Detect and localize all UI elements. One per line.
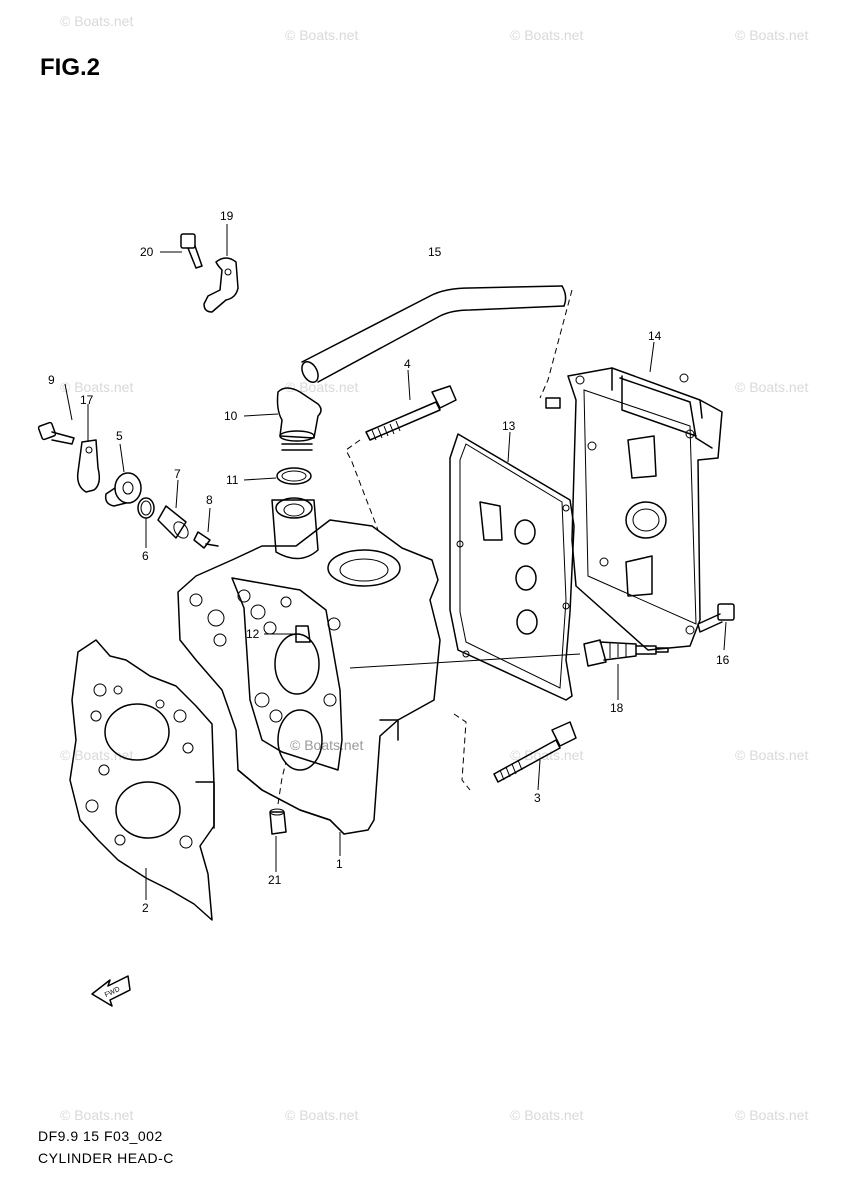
watermark: © Boats.net — [735, 27, 808, 43]
callout-numbers: 19 20 15 9 17 5 6 7 8 10 11 12 4 13 14 1… — [48, 209, 730, 915]
callout-2[interactable]: 2 — [142, 901, 149, 915]
watermarks: © Boats.net © Boats.net © Boats.net © Bo… — [60, 13, 808, 1123]
screw[interactable] — [193, 531, 219, 549]
cover-gasket[interactable] — [449, 433, 575, 701]
leader-line — [345, 439, 379, 531]
callout-leaders — [64, 224, 727, 900]
callout-4[interactable]: 4 — [404, 357, 411, 371]
figure-title: FIG.2 — [40, 54, 101, 81]
head-gasket[interactable] — [69, 639, 215, 921]
watermark: © Boats.net — [285, 379, 358, 395]
callout-12[interactable]: 12 — [246, 627, 260, 641]
callout-14[interactable]: 14 — [648, 329, 662, 343]
dowel-pin[interactable] — [295, 625, 311, 643]
callout-15[interactable]: 15 — [428, 245, 442, 259]
callout-3[interactable]: 3 — [534, 791, 541, 805]
cylinder-head[interactable] — [177, 497, 441, 835]
leader-line — [453, 713, 471, 791]
callout-21[interactable]: 21 — [268, 873, 282, 887]
bracket-left[interactable] — [76, 439, 101, 493]
bracket-top[interactable] — [203, 257, 239, 313]
leader-line — [539, 289, 573, 399]
callout-18[interactable]: 18 — [610, 701, 624, 715]
stud[interactable] — [269, 808, 287, 835]
o-ring[interactable] — [276, 467, 312, 485]
callout-20[interactable]: 20 — [140, 245, 154, 259]
bolt-top[interactable] — [180, 233, 203, 269]
callout-9[interactable]: 9 — [48, 373, 55, 387]
callout-19[interactable]: 19 — [220, 209, 234, 223]
sleeve[interactable] — [157, 505, 191, 541]
drawing-code: DF9.9 15 F03_002 — [38, 1128, 163, 1144]
leader-line — [277, 761, 287, 805]
callout-8[interactable]: 8 — [206, 493, 213, 507]
callout-11[interactable]: 11 — [226, 473, 239, 487]
callout-6[interactable]: 6 — [142, 549, 149, 563]
watermark: © Boats.net — [510, 1107, 583, 1123]
callout-13[interactable]: 13 — [502, 419, 516, 433]
leader-line — [349, 653, 581, 669]
long-bolt-upper[interactable] — [365, 385, 457, 441]
elbow-fitting[interactable] — [276, 387, 322, 451]
hose[interactable] — [299, 285, 567, 385]
bushing[interactable] — [104, 472, 142, 507]
watermark: © Boats.net — [735, 379, 808, 395]
cylinder-head-cover[interactable] — [567, 367, 723, 651]
cover-bolt[interactable] — [697, 603, 735, 633]
watermark: © Boats.net — [60, 747, 133, 763]
watermark: © Boats.net — [60, 1107, 133, 1123]
bolt-left[interactable] — [37, 421, 75, 445]
callout-1[interactable]: 1 — [336, 857, 343, 871]
drawing-name: CYLINDER HEAD-C — [38, 1150, 174, 1166]
watermark: © Boats.net — [735, 1107, 808, 1123]
hose-clip[interactable] — [545, 397, 561, 409]
o-ring-small[interactable] — [137, 497, 155, 519]
watermark: © Boats.net — [60, 379, 133, 395]
watermark: © Boats.net — [285, 27, 358, 43]
long-bolt-lower[interactable] — [493, 721, 577, 783]
callout-7[interactable]: 7 — [174, 467, 181, 481]
callout-16[interactable]: 16 — [716, 653, 730, 667]
callout-17[interactable]: 17 — [80, 393, 94, 407]
watermark: © Boats.net — [285, 1107, 358, 1123]
watermark: © Boats.net — [510, 27, 583, 43]
front-direction-arrow: FWD — [91, 975, 131, 1007]
spark-plug[interactable] — [583, 639, 669, 667]
callout-5[interactable]: 5 — [116, 429, 123, 443]
watermark: © Boats.net — [290, 737, 363, 753]
watermark: © Boats.net — [60, 13, 133, 29]
watermark: © Boats.net — [735, 747, 808, 763]
callout-10[interactable]: 10 — [224, 409, 238, 423]
